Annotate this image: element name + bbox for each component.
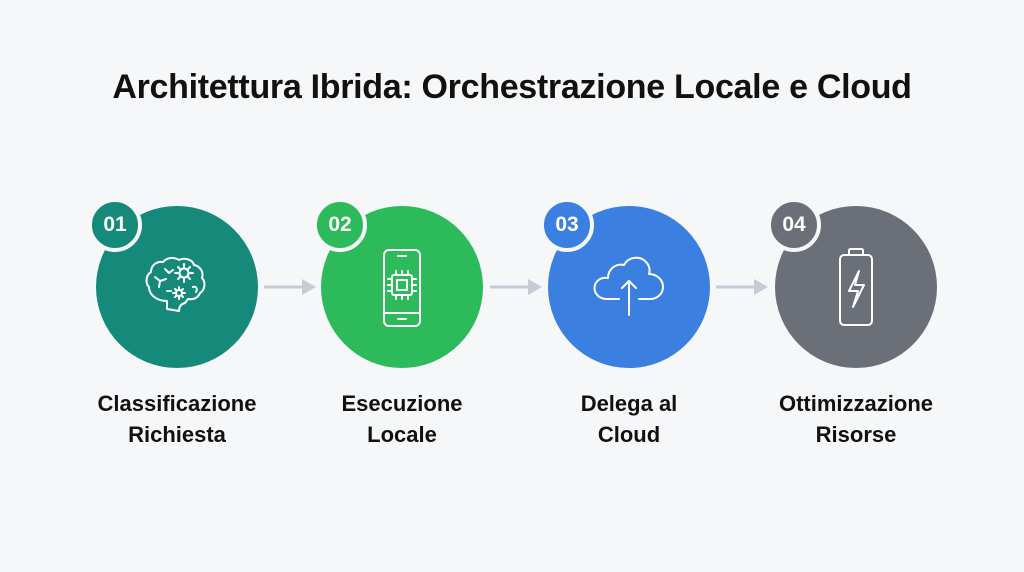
- step-3-label-line1: Delega al: [580, 391, 678, 416]
- step-4-number-badge: 04: [767, 198, 821, 252]
- step-2-label: Esecuzione Locale: [292, 388, 512, 450]
- step-2: 02: [313, 198, 483, 368]
- step-3: 03: [540, 198, 710, 368]
- step-2-label-line1: Esecuzione: [341, 391, 463, 416]
- step-3-label-line2: Cloud: [597, 422, 661, 447]
- step-2-number-badge: 02: [313, 198, 367, 252]
- step-1-number-badge: 01: [88, 198, 142, 252]
- step-4-label-line1: Ottimizzazione: [778, 391, 933, 416]
- smartphone-chip-icon: [383, 249, 421, 327]
- arrow-right-icon: [716, 279, 768, 295]
- diagram-title: Architettura Ibrida: Orchestrazione Loca…: [112, 68, 912, 106]
- step-3-label: Delega al Cloud: [519, 388, 739, 450]
- step-1-label-line2: Richiesta: [128, 422, 226, 447]
- step-2-label-line2: Locale: [367, 422, 437, 447]
- battery-charging-icon: [839, 248, 873, 326]
- step-1-label-line1: Classificazione: [97, 391, 257, 416]
- step-4-label: Ottimizzazione Risorse: [746, 388, 966, 450]
- step-1: 01: [88, 198, 258, 368]
- step-3-number-badge: 03: [540, 198, 594, 252]
- cloud-upload-icon: [593, 256, 664, 316]
- step-4: 04: [767, 198, 937, 368]
- step-4-label-line2: Risorse: [815, 422, 897, 447]
- arrow-right-icon: [490, 279, 542, 295]
- arrow-right-icon: [264, 279, 316, 295]
- brain-gears-icon: [145, 256, 206, 312]
- step-1-label: Classificazione Richiesta: [67, 388, 287, 450]
